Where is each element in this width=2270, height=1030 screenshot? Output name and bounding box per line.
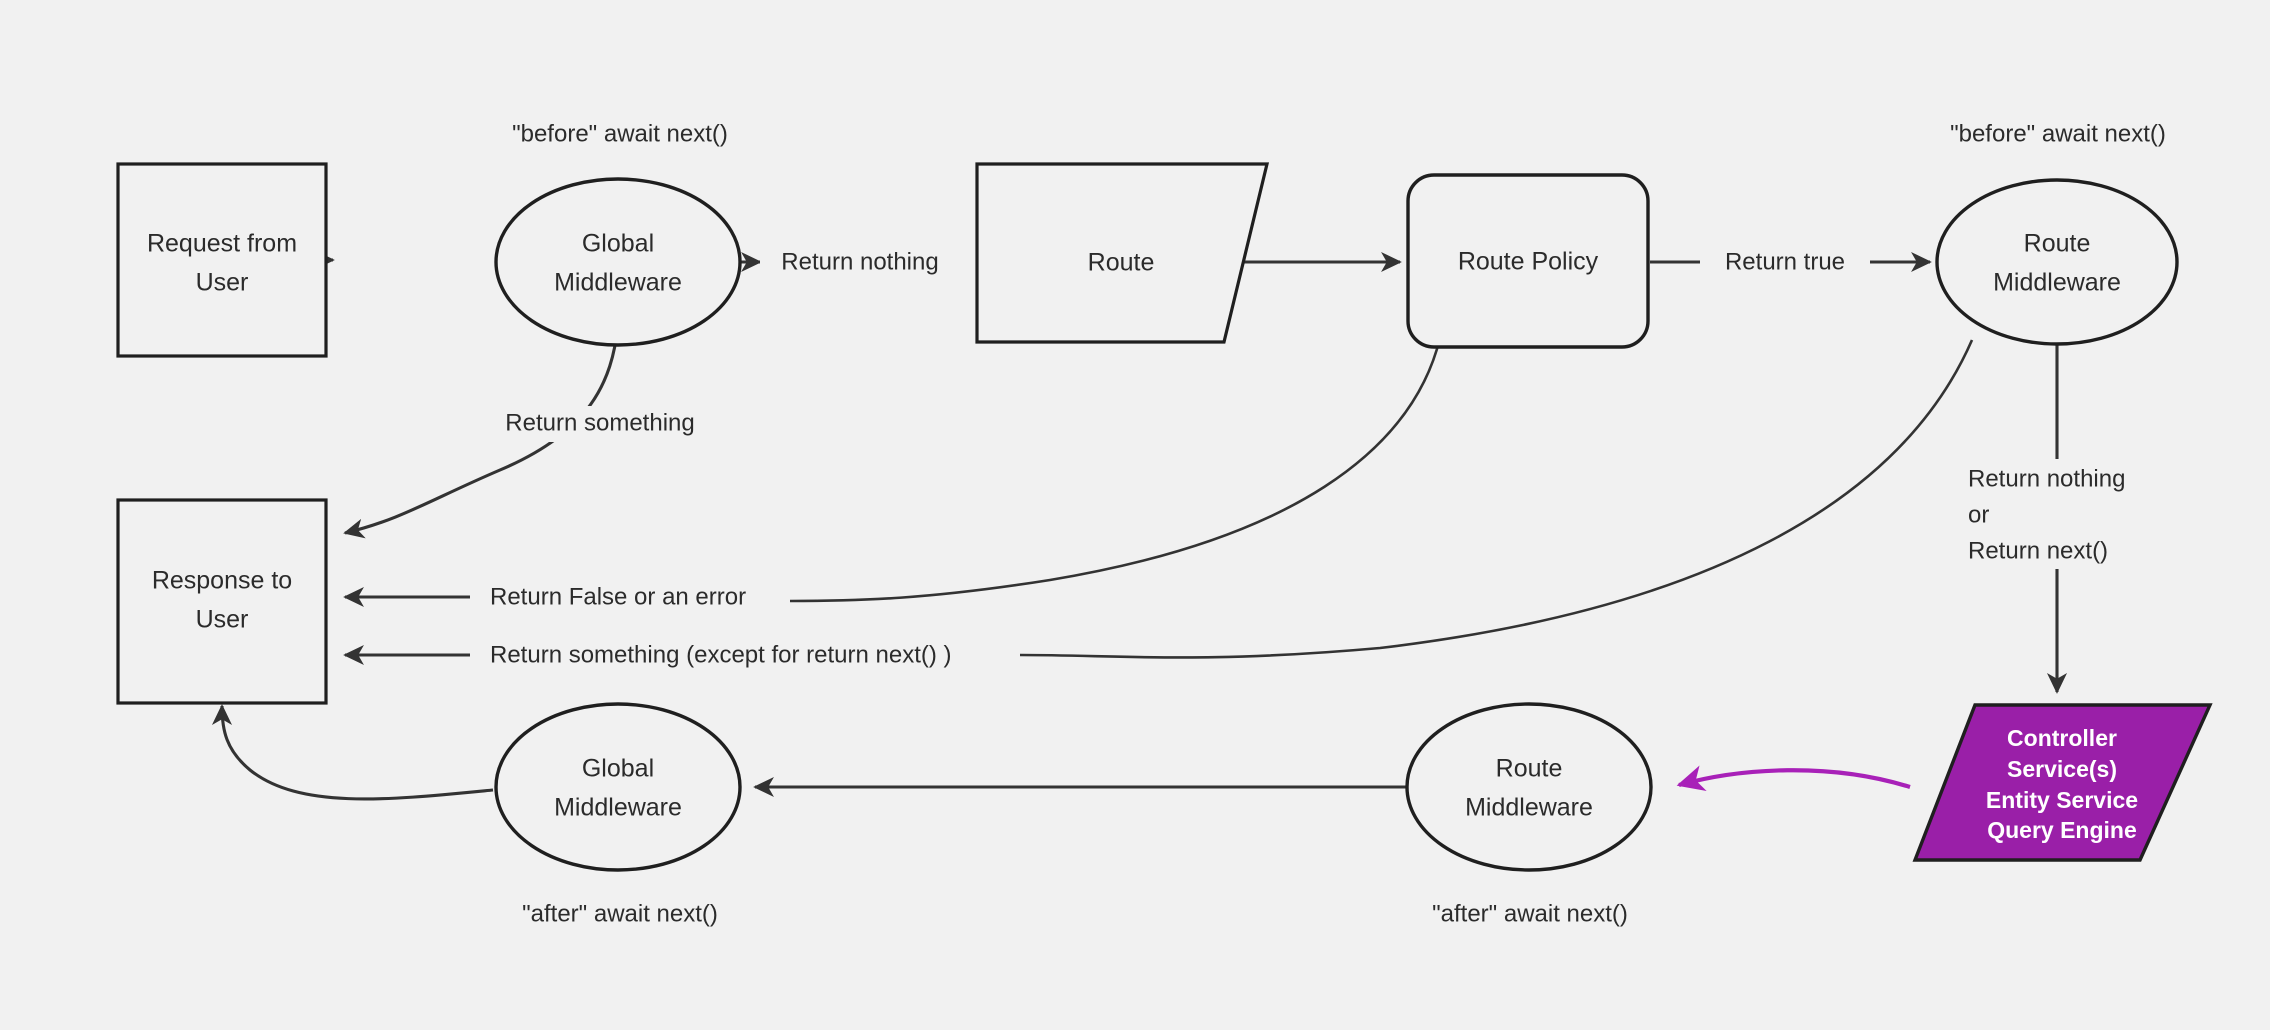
edge-label-return-something: Return something <box>480 406 720 442</box>
route-label: Route <box>1088 249 1155 277</box>
node-controller-service[interactable]: Controller Service(s) Entity Service Que… <box>1912 703 2213 862</box>
route-middleware-top-shape <box>1935 178 2179 346</box>
route-middleware-bottom-label-line1: Route <box>1496 755 1563 783</box>
edge-label-return-something-text: Return something <box>505 409 694 436</box>
global-middleware-top-label-line2: Middleware <box>554 269 682 297</box>
route-middleware-bottom-label-line2: Middleware <box>1465 794 1593 822</box>
request-from-user-label-line2: User <box>196 269 249 297</box>
node-route-middleware-bottom[interactable]: Route Middleware <box>1405 702 1653 872</box>
node-route[interactable]: Route <box>975 162 1270 344</box>
route-policy-shape <box>1406 173 1650 349</box>
edge-label-return-false-or-error-text: Return False or an error <box>490 583 746 610</box>
controller-service-label-line2: Service(s) <box>2007 756 2117 782</box>
node-global-middleware-top[interactable]: Global Middleware <box>494 177 742 347</box>
request-from-user-shape <box>116 162 328 358</box>
edge-label-return-true-text: Return true <box>1725 248 1845 275</box>
response-to-user-shape <box>116 498 328 705</box>
node-request-from-user[interactable]: Request from User <box>116 162 328 358</box>
controller-service-label-line3: Entity Service <box>1986 787 2138 813</box>
route-middleware-top-label-line2: Middleware <box>1993 269 2121 297</box>
global-middleware-top-label-line1: Global <box>582 230 654 258</box>
edge-label-return-nothing-or-next-line3: Return next() <box>1968 537 2108 564</box>
global-middleware-bottom-label-line1: Global <box>582 755 654 783</box>
node-route-middleware-top[interactable]: Route Middleware <box>1935 178 2179 346</box>
request-from-user-label-line1: Request from <box>147 230 297 258</box>
edge-label-return-something-except-text: Return something (except for return next… <box>490 641 952 668</box>
response-to-user-label-line1: Response to <box>152 567 292 595</box>
route-middleware-bottom-shape <box>1405 702 1653 872</box>
annotation-before-await-next-global: "before" await next() <box>512 120 728 147</box>
edge-route-policy-to-response-false <box>789 337 1442 603</box>
annotation-before-await-next-route: "before" await next() <box>1950 120 2166 147</box>
response-to-user-label-line2: User <box>196 606 249 634</box>
annotation-after-await-next-route: "after" await next() <box>1432 900 1628 927</box>
edge-label-return-nothing: Return nothing <box>760 245 960 279</box>
node-response-to-user[interactable]: Response to User <box>116 498 328 705</box>
edge-label-return-nothing-or-next-line1: Return nothing <box>1968 465 2125 492</box>
edge-label-return-nothing-or-next: Return nothing or Return next() <box>1955 459 2205 569</box>
global-middleware-bottom-label-line2: Middleware <box>554 794 682 822</box>
annotation-after-await-next-global: "after" await next() <box>522 900 718 927</box>
edge-label-return-false-or-error: Return False or an error <box>470 580 790 616</box>
edge-controller-to-route-middleware-bottom <box>1676 765 1911 792</box>
edge-label-return-something-except: Return something (except for return next… <box>470 638 1020 674</box>
controller-service-label-line4: Query Engine <box>1987 817 2137 843</box>
global-middleware-bottom-shape <box>494 702 742 872</box>
edge-label-return-nothing-text: Return nothing <box>781 248 938 275</box>
node-global-middleware-bottom[interactable]: Global Middleware <box>494 702 742 872</box>
route-middleware-top-label-line1: Route <box>2024 230 2091 258</box>
edge-route-middleware-to-response-something-except <box>1019 339 1974 659</box>
controller-service-label-line1: Controller <box>2007 725 2117 751</box>
global-middleware-top-shape <box>494 177 742 347</box>
controller-service-shape <box>1912 703 2213 862</box>
edge-global-middleware-to-response-something <box>343 324 620 539</box>
route-shape <box>975 162 1270 344</box>
edge-label-return-nothing-or-next-line2: or <box>1968 501 1989 528</box>
node-route-policy[interactable]: Route Policy <box>1406 173 1650 349</box>
route-policy-label: Route Policy <box>1458 248 1599 276</box>
edge-label-return-true: Return true <box>1700 245 1870 279</box>
edge-global-middleware-bottom-to-response <box>211 704 494 801</box>
